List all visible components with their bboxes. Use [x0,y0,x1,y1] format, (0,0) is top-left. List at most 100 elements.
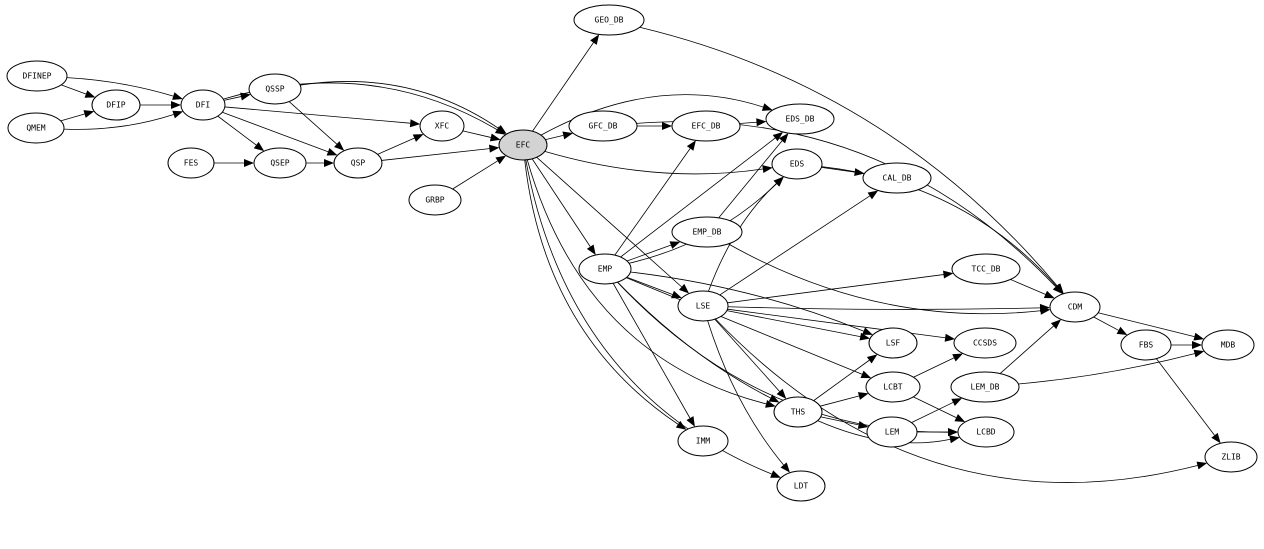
arrowhead-icon [949,435,960,444]
edge-eds-to-cal_db [821,167,865,177]
edge-eds-to-cdm [821,166,1064,294]
edge-lse-to-ths [714,318,787,399]
arrowhead-icon [669,241,681,249]
node-cdm[interactable]: CDM [1049,291,1101,323]
node-fes[interactable]: FES [167,147,215,179]
node-lem-db[interactable]: LEM_DB [950,371,1020,403]
edge-efc-to-lse [536,156,690,294]
edge-lse-to-zlib [715,318,1208,483]
arrowhead-icon [671,290,682,299]
arrowhead-icon [776,388,787,399]
node-lse[interactable]: LSE [677,290,729,322]
edge-emp-to-emp_db [626,241,681,262]
edge-lse-to-tcc_db [727,270,954,304]
arrowhead-icon [951,398,963,407]
arrowhead-icon [1192,341,1202,349]
arrowhead-icon [857,420,869,429]
edge-ths-to-lem [820,416,869,429]
node-ldt[interactable]: LDT [776,470,826,502]
node-qsep[interactable]: QSEP [253,147,307,179]
node-ccsds[interactable]: CCSDS [953,327,1017,359]
node-fbs[interactable]: FBS [1120,329,1172,361]
node-qsp[interactable]: QSP [333,147,383,179]
edge-lse-to-ccsds [727,308,956,342]
edge-lem-to-lcbd [916,428,958,436]
node-emp[interactable]: EMP [578,253,632,285]
node-lsf[interactable]: LSF [868,327,918,359]
arrowhead-icon [761,103,773,111]
edge-qsep-to-qsp [306,159,334,167]
node-lem[interactable]: LEM [866,416,918,448]
node-tcc-db[interactable]: TCC_DB [951,253,1021,285]
node-label: TCC_DB [972,265,1001,274]
arrowhead-icon [496,125,507,134]
node-imm[interactable]: IMM [677,425,729,457]
edge-lcbt-to-ccsds [913,353,963,378]
node-label: QMEM [26,124,45,133]
arrowhead-icon [857,392,869,400]
edge-efc-to-geo_db [532,34,600,132]
node-lcbd[interactable]: LCBD [957,416,1015,448]
node-dfinep[interactable]: DFINEP [6,60,68,92]
edge-emp-to-lsf [630,271,873,335]
arrowhead-icon [1196,461,1208,470]
node-label: EMP_DB [693,228,722,237]
node-label: QSP [351,159,366,168]
edge-xfc-to-efc [462,130,501,142]
edge-emp_db-to-eds_db [718,133,789,219]
node-eds-db[interactable]: EDS_DB [765,103,835,135]
edge-efc_db-to-eds_db [739,118,767,127]
arrowhead-icon [678,283,690,294]
arrowhead-icon [952,353,963,362]
edge-qsp-to-efc [381,144,500,161]
edge-qmem-to-dfi [63,110,184,130]
arrowhead-icon [948,428,958,436]
node-dfip[interactable]: DFIP [91,89,141,121]
arrowhead-icon [1043,290,1055,299]
arrowhead-icon [944,333,956,342]
node-cal-db[interactable]: CAL_DB [862,162,932,194]
node-ths[interactable]: THS [773,396,823,428]
arrowhead-icon [762,165,773,173]
arrowhead-icon [334,141,345,151]
arrowhead-icon [854,168,865,177]
edge-emp-to-eds_db [620,132,784,258]
node-zlib[interactable]: ZLIB [1204,441,1258,473]
edge-efc-to-gfc_db [545,131,574,141]
edge-efc-to-eds [544,150,773,175]
edge-lse-to-cal_db [719,190,879,296]
node-dfi[interactable]: DFI [180,89,226,121]
node-efc-db[interactable]: EFC_DB [671,110,741,142]
node-efc[interactable]: EFC [498,129,548,161]
edge-efc-to-ths [526,159,776,408]
node-gfc-db[interactable]: GFC_DB [568,110,638,142]
edge-lem_db-to-mdb [1018,349,1205,385]
node-lcbt[interactable]: LCBT [865,371,921,403]
arrowhead-icon [675,420,687,430]
node-label: LDT [794,482,809,491]
edge-grbp-to-efc [452,155,507,190]
node-grbp[interactable]: GRBP [408,184,462,216]
edge-emp-to-efc_db [614,140,696,256]
node-qssp[interactable]: QSSP [248,73,302,105]
arrowhead-icon [780,462,790,473]
arrowhead-icon [867,190,879,200]
edge-qssp-to-efc [300,81,507,134]
edge-efc-to-eds_db [540,94,773,136]
node-eds[interactable]: EDS [771,148,823,180]
node-label: QSSP [265,85,284,94]
arrowhead-icon [172,110,184,119]
node-label: EFC_DB [692,122,721,131]
node-emp-db[interactable]: EMP_DB [671,216,743,248]
node-label: EDS_DB [786,115,815,124]
node-mdb[interactable]: MDB [1201,329,1255,361]
arrowhead-icon [942,270,954,279]
node-qmem[interactable]: QMEM [7,112,65,144]
arrowhead-icon [768,394,780,403]
node-xfc[interactable]: XFC [419,110,465,142]
node-geo-db[interactable]: GEO_DB [573,4,645,36]
arrowhead-icon [859,332,871,341]
node-label: LSE [696,302,711,311]
arrowhead-icon [772,132,784,142]
arrowhead-icon [1039,303,1051,312]
